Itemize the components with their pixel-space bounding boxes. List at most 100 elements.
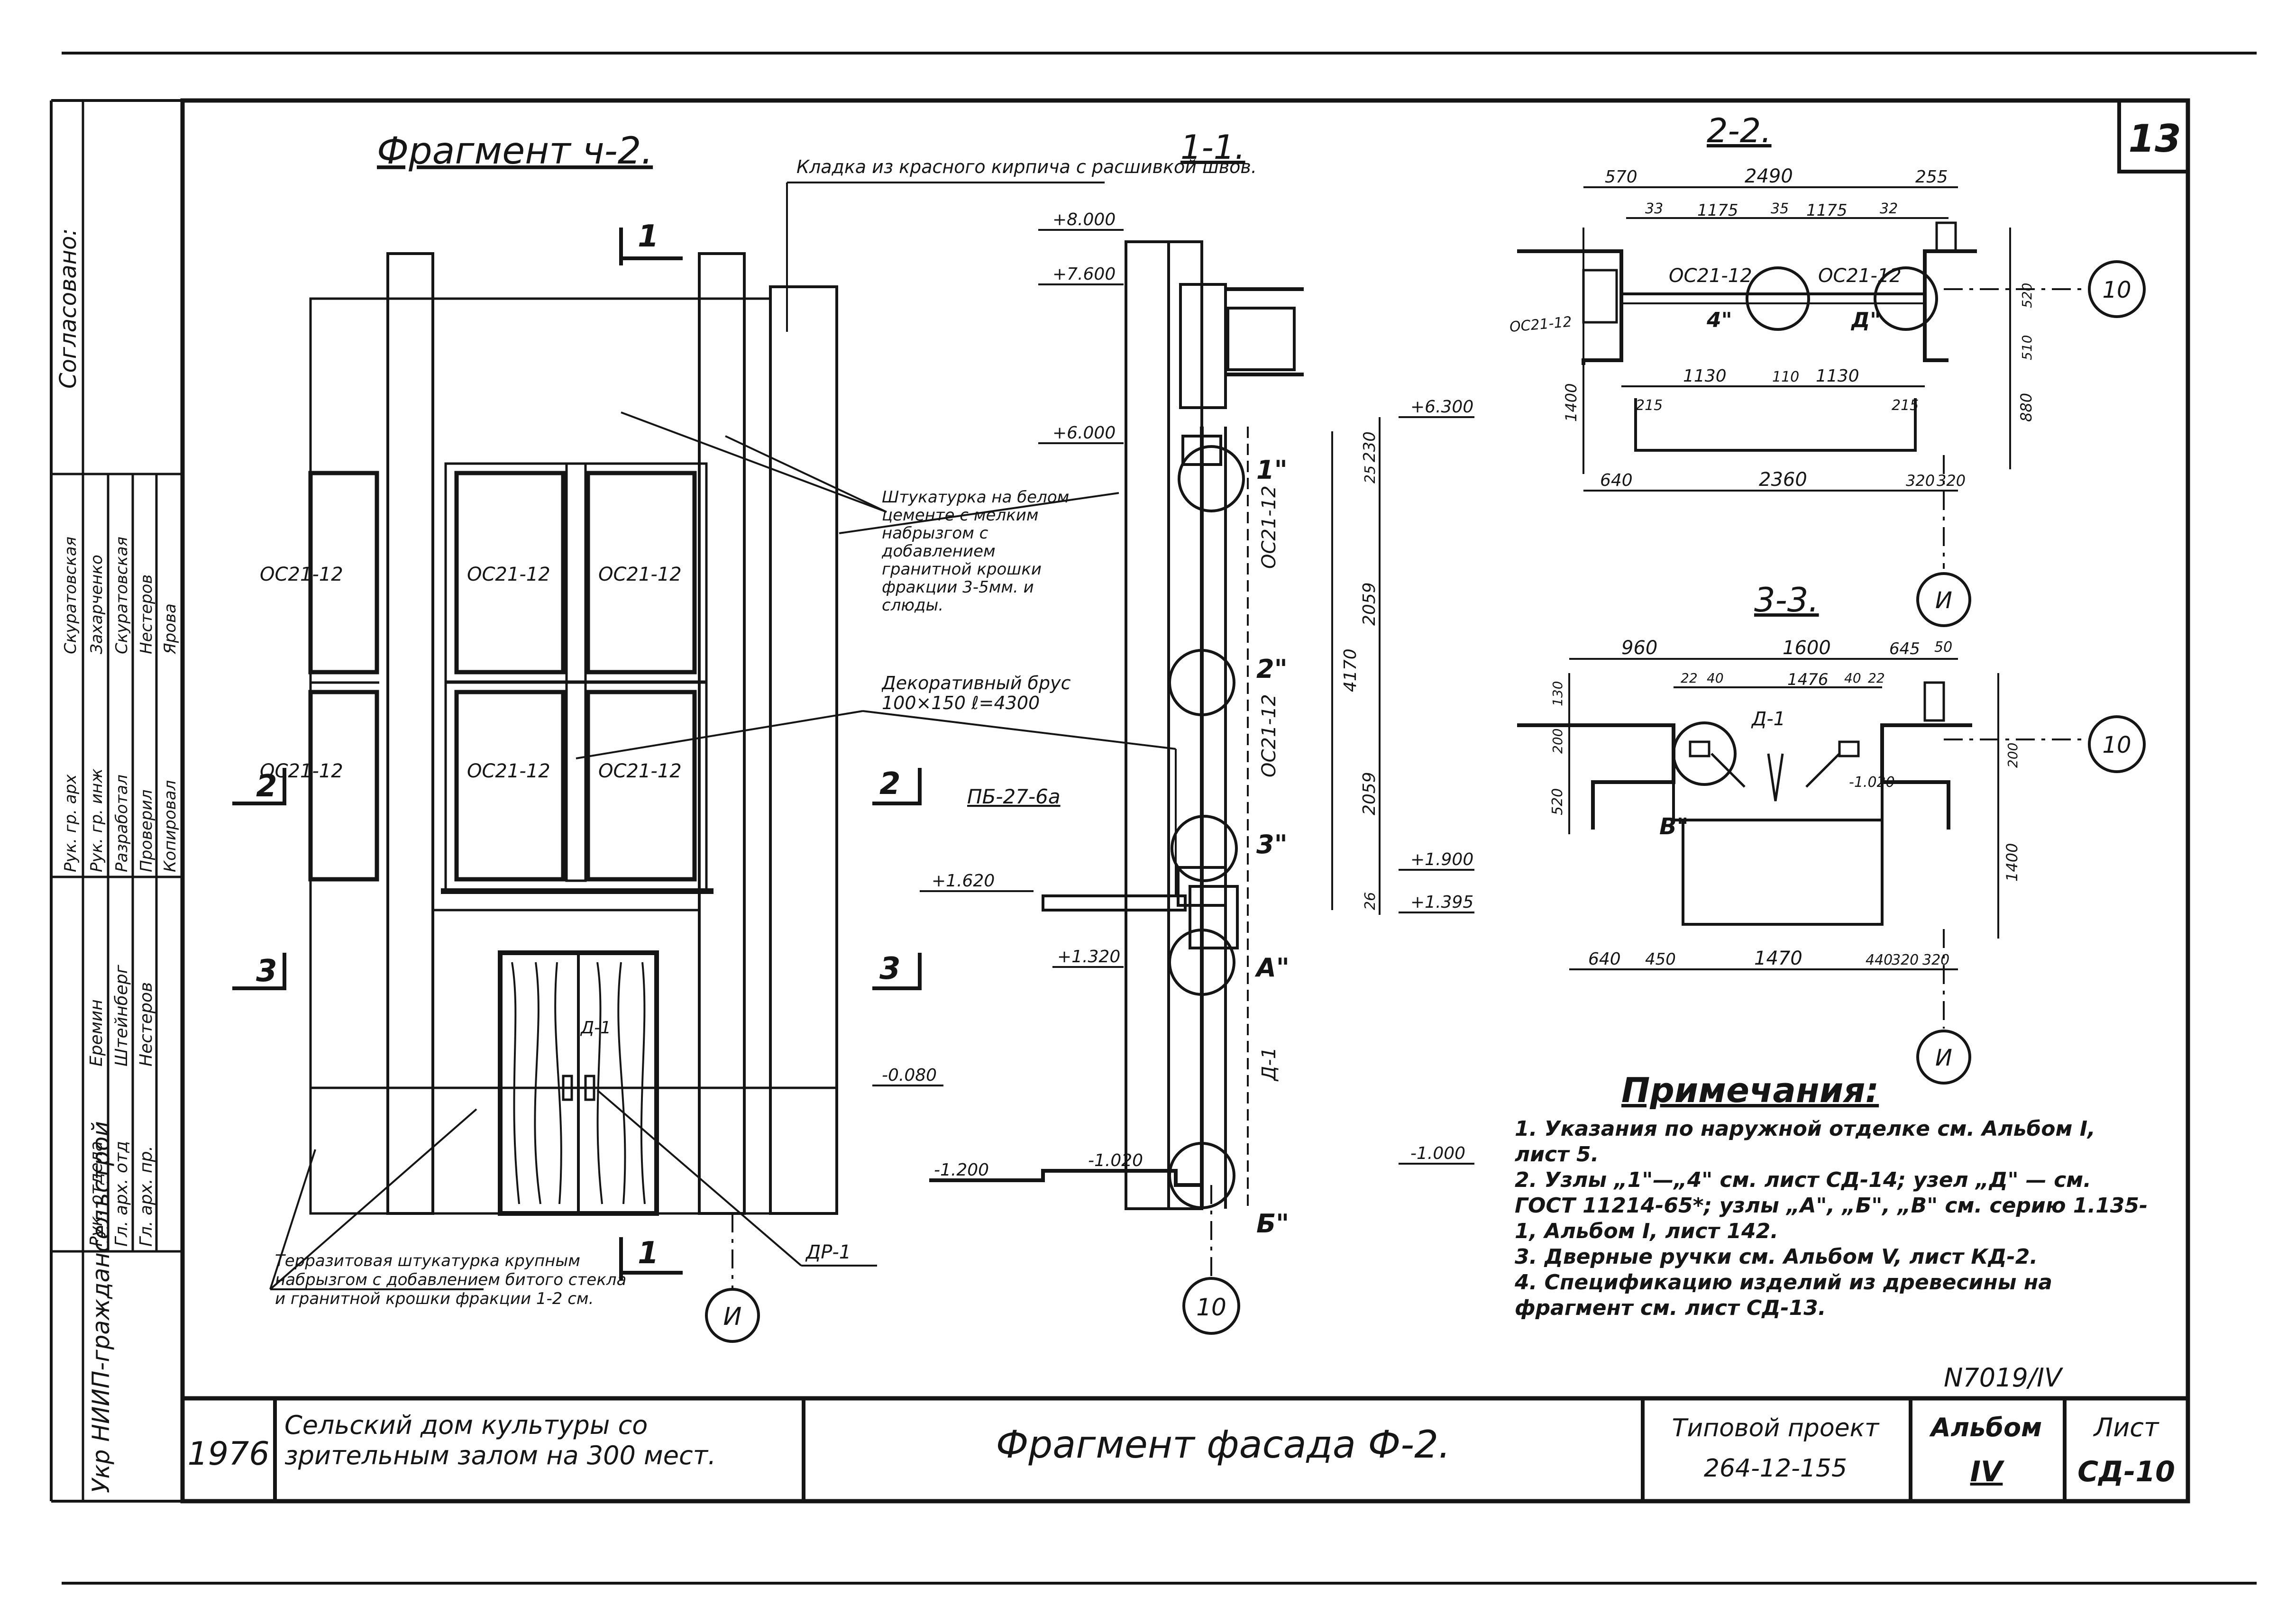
svg-text:22: 22 bbox=[1681, 670, 1698, 686]
notes-title: Примечания: bbox=[1621, 1070, 1879, 1110]
section-1-1: 1-1. 10 1" 2" 3" А" Б" bbox=[872, 128, 1474, 1335]
svg-text:25: 25 bbox=[1362, 465, 1379, 483]
svg-text:645: 645 bbox=[1889, 639, 1920, 658]
svg-text:255: 255 bbox=[1915, 167, 1948, 187]
tb-drawing-title: Фрагмент фасада Ф-2. bbox=[996, 1422, 1451, 1467]
svg-text:Еремин: Еремин bbox=[87, 999, 106, 1067]
svg-text:Нестеров: Нестеров bbox=[137, 982, 156, 1067]
brick-band bbox=[769, 285, 838, 1215]
svg-text:2": 2" bbox=[1256, 654, 1288, 684]
svg-text:+1.620: +1.620 bbox=[932, 871, 995, 891]
svg-text:Гл. арх. отд: Гл. арх. отд bbox=[112, 1141, 131, 1247]
wall-panel bbox=[309, 297, 772, 1215]
section-2-2-title: 2-2. bbox=[1707, 111, 1772, 150]
svg-text:1": 1" bbox=[1256, 455, 1288, 485]
svg-text:Д-1: Д-1 bbox=[1258, 1047, 1280, 1082]
svg-text:130: 130 bbox=[1550, 681, 1565, 706]
svg-text:215: 215 bbox=[1636, 397, 1663, 414]
callout-beam: Декоративный брус 100×150 ℓ=4300 bbox=[576, 673, 1176, 759]
svg-text:Кладка из красного кирпича с р: Кладка из красного кирпича с расшивкой ш… bbox=[796, 156, 1257, 177]
org-name: Укр НИИП-гражданселъстрой bbox=[87, 1121, 115, 1493]
svg-text:4170: 4170 bbox=[1341, 648, 1360, 692]
svg-text:520: 520 bbox=[1549, 788, 1566, 815]
svg-text:Б": Б" bbox=[1256, 1209, 1289, 1239]
svg-text:960: 960 bbox=[1621, 637, 1657, 659]
svg-text:Альбом: Альбом bbox=[1929, 1413, 2042, 1442]
svg-text:-0.080: -0.080 bbox=[882, 1066, 937, 1085]
svg-text:ОС21-12: ОС21-12 bbox=[260, 760, 343, 782]
svg-text:40: 40 bbox=[1844, 670, 1861, 686]
svg-text:3": 3" bbox=[1256, 830, 1288, 859]
svg-text:50: 50 bbox=[1934, 639, 1952, 656]
svg-text:+8.000: +8.000 bbox=[1052, 210, 1116, 229]
svg-text:И: И bbox=[1935, 1045, 1952, 1071]
svg-text:1: 1 bbox=[638, 219, 659, 254]
section-1-1-title: 1-1. bbox=[1180, 128, 1245, 167]
svg-text:2059: 2059 bbox=[1360, 772, 1379, 815]
svg-text:+6.300: +6.300 bbox=[1410, 397, 1473, 417]
svg-text:ОС21-12: ОС21-12 bbox=[1258, 694, 1280, 777]
axis-bubble bbox=[705, 1288, 760, 1343]
level-marks-left: +8.000 +7.600 +6.000 ПБ-27-6а +1.620 +1.… bbox=[872, 210, 1147, 1181]
lintel-label: ПБ-27-6а bbox=[967, 785, 1061, 808]
svg-text:ОС21-12: ОС21-12 bbox=[598, 564, 682, 585]
fragment-elevation: Фрагмент ч-2. ОС21-12 ОС21-1 bbox=[232, 130, 1257, 1343]
svg-text:Копировал: Копировал bbox=[161, 780, 180, 872]
callout-terrazzo: Терразитовая штукатурка крупным набрызго… bbox=[269, 1108, 626, 1308]
cut-marks: 1 1 2 2 3 3 bbox=[232, 219, 922, 1280]
entrance-door: Д-1 bbox=[498, 950, 659, 1216]
svg-text:2: 2 bbox=[256, 769, 277, 804]
callout-plaster: Штукатурка на белом цементе с мелким наб… bbox=[621, 411, 1119, 614]
svg-text:-1.020: -1.020 bbox=[1849, 774, 1895, 791]
svg-text:+7.600: +7.600 bbox=[1052, 264, 1116, 284]
tb-year: 1976 bbox=[187, 1435, 269, 1473]
svg-text:+1.320: +1.320 bbox=[1057, 947, 1120, 967]
svg-text:4": 4" bbox=[1706, 308, 1732, 332]
svg-text:1400: 1400 bbox=[1562, 383, 1580, 422]
svg-text:ОС21-12: ОС21-12 bbox=[598, 760, 682, 782]
svg-text:+1.395: +1.395 bbox=[1410, 893, 1473, 912]
callout-brick: Кладка из красного кирпича с расшивкой ш… bbox=[786, 156, 1257, 332]
svg-text:-1.200: -1.200 bbox=[934, 1160, 989, 1180]
svg-text:ОС21-12: ОС21-12 bbox=[1818, 265, 1902, 287]
svg-text:Рук. отдела: Рук. отдела bbox=[87, 1141, 106, 1247]
agreed-label: Согласовано: bbox=[55, 228, 82, 389]
svg-text:1175: 1175 bbox=[1806, 201, 1848, 220]
svg-text:Лист: Лист bbox=[2093, 1413, 2159, 1442]
tb-project-name: Сельский дом культуры со зрительным зало… bbox=[284, 1410, 716, 1470]
svg-text:440: 440 bbox=[1866, 952, 1893, 968]
svg-text:2490: 2490 bbox=[1745, 165, 1793, 187]
svg-text:ОС21-12: ОС21-12 bbox=[1509, 314, 1573, 336]
svg-text:И: И bbox=[723, 1303, 742, 1331]
svg-text:СД-10: СД-10 bbox=[2077, 1455, 2175, 1488]
section-2-2: 2-2. 570 2490 255 33 1175 35 1175 32 ОС2… bbox=[1509, 111, 2146, 627]
callout-dr1: ДР-1 bbox=[596, 1089, 877, 1267]
note-3: 3. Дверные ручки см. Альбом V, лист КД-2… bbox=[1515, 1245, 2038, 1269]
svg-text:2: 2 bbox=[879, 766, 901, 802]
svg-text:450: 450 bbox=[1645, 950, 1676, 969]
svg-text:ОС21-12: ОС21-12 bbox=[467, 760, 550, 782]
svg-text:320: 320 bbox=[1906, 472, 1935, 490]
svg-text:IV: IV bbox=[1970, 1455, 2005, 1488]
svg-text:ОС21-12: ОС21-12 bbox=[467, 564, 550, 585]
svg-text:Рук. гр. арх: Рук. гр. арх bbox=[61, 774, 80, 872]
svg-text:33: 33 bbox=[1645, 201, 1663, 217]
svg-text:640: 640 bbox=[1588, 949, 1621, 969]
note-2: 2. Узлы „1"—„4" см. лист СД-14; узел „Д"… bbox=[1515, 1168, 2148, 1243]
svg-text:520: 520 bbox=[2019, 283, 2035, 308]
svg-text:1400: 1400 bbox=[2003, 843, 2021, 882]
svg-text:880: 880 bbox=[2017, 393, 2035, 422]
svg-text:26: 26 bbox=[1362, 892, 1379, 910]
svg-text:Разработал: Разработал bbox=[112, 775, 131, 872]
svg-text:35: 35 bbox=[1771, 201, 1789, 217]
title-block: 1976 Сельский дом культуры со зрительным… bbox=[183, 1396, 2188, 1501]
svg-text:2360: 2360 bbox=[1759, 469, 1807, 491]
svg-text:320: 320 bbox=[1922, 952, 1949, 968]
svg-text:Захарченко: Захарченко bbox=[87, 555, 106, 654]
svg-text:Штейнберг: Штейнберг bbox=[112, 964, 131, 1067]
svg-text:40: 40 bbox=[1707, 670, 1724, 686]
svg-text:Рук. гр. инж: Рук. гр. инж bbox=[87, 768, 106, 872]
svg-text:3: 3 bbox=[879, 951, 901, 986]
svg-text:-1.000: -1.000 bbox=[1410, 1144, 1465, 1163]
